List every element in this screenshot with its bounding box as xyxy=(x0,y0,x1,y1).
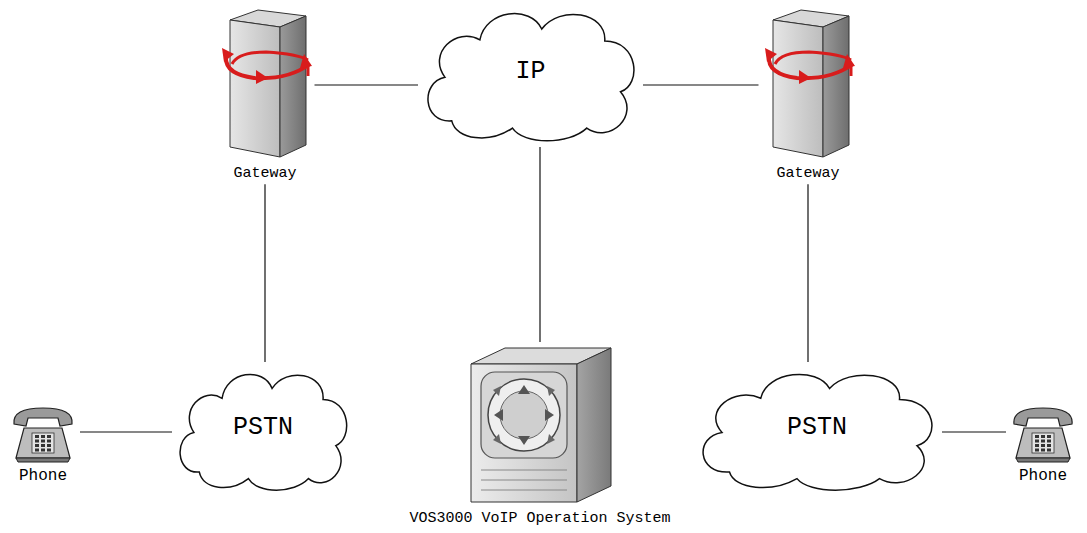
telephone-icon xyxy=(1008,402,1078,464)
network-link xyxy=(315,84,419,85)
cloud-label-holder: IP xyxy=(418,0,643,145)
network-link xyxy=(643,84,759,85)
cloud-label-holder: PSTN xyxy=(172,362,354,494)
gateway-icon xyxy=(761,4,856,162)
network-name: PSTN xyxy=(233,414,293,443)
network-link xyxy=(807,184,808,362)
cloud-label-holder: PSTN xyxy=(692,362,942,494)
network-link xyxy=(539,147,540,342)
device-label: Phone xyxy=(1019,467,1067,485)
network-link xyxy=(264,184,265,362)
device-label: VOS3000 VoIP Operation System xyxy=(409,510,670,527)
network-cloud-node: PSTN xyxy=(172,362,354,494)
device-node: Phone xyxy=(6,402,80,485)
network-cloud-node: PSTN xyxy=(692,362,942,494)
network-link xyxy=(80,431,172,432)
device-label: Gateway xyxy=(233,165,296,182)
softswitch-server-icon xyxy=(465,342,615,507)
network-link xyxy=(942,431,1006,432)
gateway-icon xyxy=(218,4,313,162)
network-cloud-node: IP xyxy=(418,0,643,145)
telephone-icon xyxy=(8,402,78,464)
device-node: Gateway xyxy=(759,4,858,182)
device-node: Gateway xyxy=(216,4,315,182)
device-label: Phone xyxy=(19,467,67,485)
device-node: Phone xyxy=(1006,402,1080,485)
network-name: PSTN xyxy=(787,414,847,443)
device-node: VOS3000 VoIP Operation System xyxy=(407,342,673,527)
network-name: IP xyxy=(515,58,545,87)
device-label: Gateway xyxy=(776,165,839,182)
